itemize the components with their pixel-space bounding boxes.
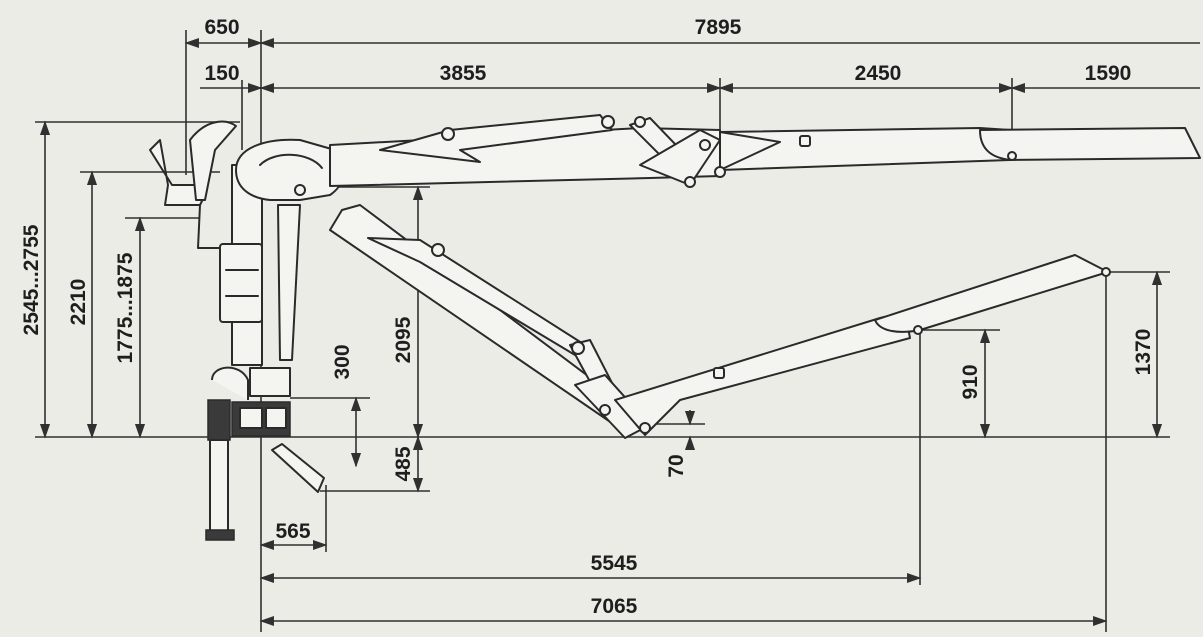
stabilizer-leg <box>209 439 229 536</box>
dimension-labels: 650 7895 150 3855 2450 1590 2545...2755 … <box>20 16 1155 618</box>
boom-lowered <box>329 204 1111 439</box>
dim-label-2450: 2450 <box>855 62 902 85</box>
dim-label-565: 565 <box>275 520 310 543</box>
boom-head <box>235 138 345 201</box>
dim-label-5545: 5545 <box>591 552 638 575</box>
lower-outer-boom <box>614 311 911 436</box>
dim-label-2210: 2210 <box>67 279 90 326</box>
dim-label-300: 300 <box>331 344 354 379</box>
crane-column <box>149 120 325 541</box>
boom-extension <box>979 127 1201 161</box>
lower-boom-extension <box>874 254 1109 333</box>
dim-label-650: 650 <box>204 16 239 39</box>
boom-extended <box>235 114 1201 201</box>
dim-label-70: 70 <box>665 454 688 477</box>
dim-label-1370: 1370 <box>1132 329 1155 376</box>
seat-backrest <box>189 120 237 201</box>
dim-label-1590: 1590 <box>1085 62 1132 85</box>
dim-label-910: 910 <box>959 364 982 399</box>
dim-label-2095: 2095 <box>392 316 415 363</box>
oil-tank <box>219 243 263 323</box>
dim-label-7065: 7065 <box>591 595 638 618</box>
dim-label-1775-1875: 1775...1875 <box>114 252 137 363</box>
dim-label-3855: 3855 <box>440 62 487 85</box>
stabilizer-arm <box>271 443 325 493</box>
dim-label-150: 150 <box>204 62 239 85</box>
stabilizer-foot <box>205 529 235 541</box>
dim-label-485: 485 <box>392 446 415 481</box>
slewing-cylinder <box>277 204 301 361</box>
seat-support <box>197 204 221 249</box>
base-hook <box>211 366 249 400</box>
dimension-lines <box>35 30 1200 632</box>
column-base <box>249 367 291 397</box>
dim-label-2545-2755: 2545...2755 <box>20 224 43 335</box>
stabilizer-head <box>207 399 231 441</box>
dim-label-7895: 7895 <box>695 16 742 39</box>
